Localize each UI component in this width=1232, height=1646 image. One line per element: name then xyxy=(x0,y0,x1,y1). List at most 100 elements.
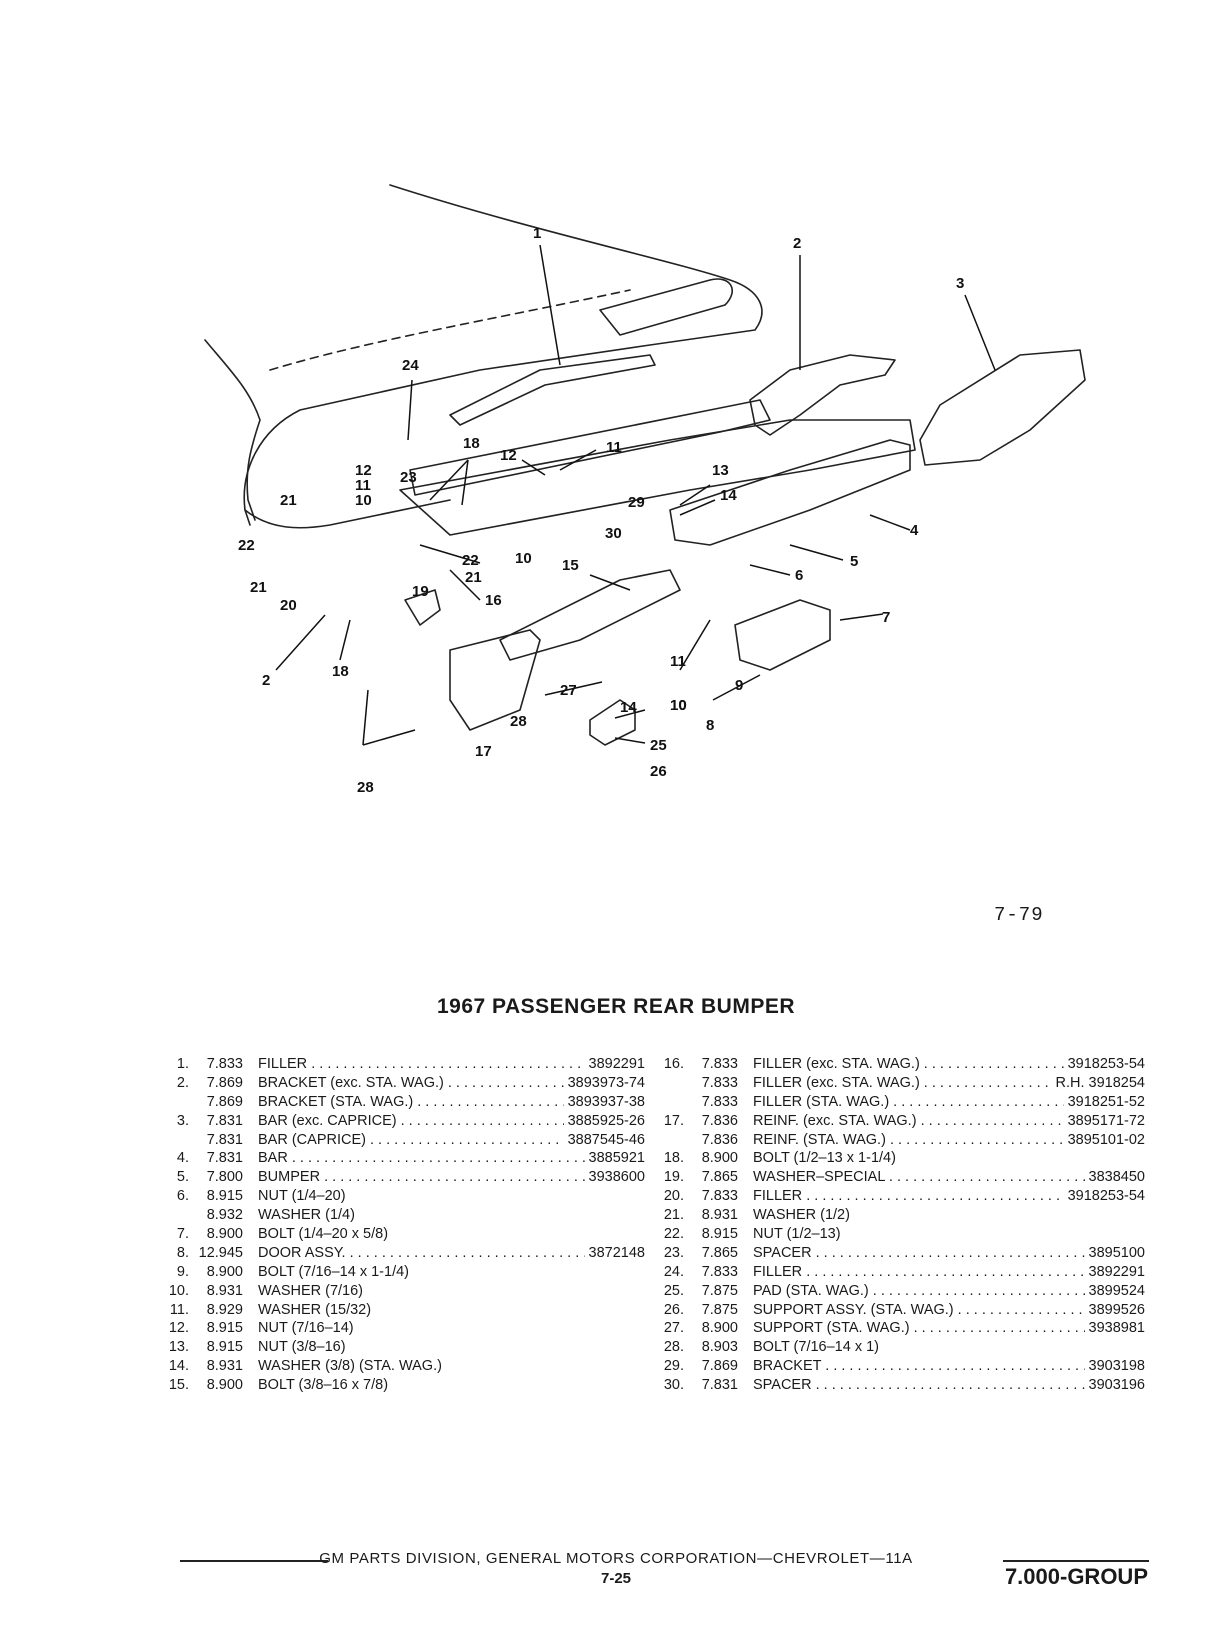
part-description: BOLT (7/16–14 x 1-1/4) xyxy=(258,1263,409,1280)
parts-list-row: 1.7.833FILLER3892291 xyxy=(165,1055,645,1074)
lower-bar-shape xyxy=(499,569,681,661)
callout-9: 9 xyxy=(735,677,743,694)
part-group-number: 7.869 xyxy=(206,1074,243,1091)
part-number xyxy=(641,1319,645,1338)
part-number xyxy=(641,1301,645,1320)
part-ref-number xyxy=(660,1074,684,1093)
part-ref-number: 30. xyxy=(663,1377,684,1394)
callout-1: 1 xyxy=(533,225,541,242)
part-ref-number: 3. xyxy=(176,1112,189,1129)
part-description: DOOR ASSY. xyxy=(258,1244,585,1263)
filler-16-shape xyxy=(404,589,441,626)
bumper-5-shape xyxy=(669,439,911,546)
parts-list-row: 20. 7.833 FILLER3918253-54 xyxy=(660,1187,1145,1206)
part-group-number: 7.833 xyxy=(701,1263,738,1280)
part-description: FILLER xyxy=(753,1187,1064,1206)
part-group-number: 7.833 xyxy=(206,1056,243,1072)
part-description: BOLT (1/2–13 x 1-1/4) xyxy=(753,1150,896,1167)
part-number: 3899526 xyxy=(1088,1301,1145,1318)
part-description: BAR (exc. CAPRICE) xyxy=(258,1112,564,1131)
part-ref-number: 13. xyxy=(168,1339,189,1356)
callout-22: 22 xyxy=(238,537,255,554)
part-group-number: 8.915 xyxy=(206,1339,243,1356)
callout-21b: 21 xyxy=(465,569,482,586)
footer-page-number: 7-25 xyxy=(600,1570,632,1587)
part-ref-number xyxy=(165,1093,189,1112)
callout-5: 5 xyxy=(850,553,858,570)
callout-7: 7 xyxy=(882,609,890,626)
part-group-number: 12.945 xyxy=(198,1244,243,1261)
part-group-number: 7.800 xyxy=(206,1169,243,1186)
part-group-number: 7.831 xyxy=(701,1377,738,1394)
frame-rail xyxy=(409,399,771,496)
part-group-number: 8.915 xyxy=(701,1226,738,1243)
part-description: WASHER (15/32) xyxy=(258,1301,372,1318)
part-ref-number: 18. xyxy=(663,1150,684,1167)
callout-30: 30 xyxy=(605,525,622,542)
car-quarter-panel xyxy=(204,339,261,521)
callout-16: 16 xyxy=(485,592,502,609)
part-group-number: 8.900 xyxy=(701,1150,738,1167)
part-ref-number: 22. xyxy=(663,1226,684,1243)
part-ref-number: 28. xyxy=(663,1339,684,1356)
door-assy-8-shape xyxy=(734,599,831,671)
part-group-number: 8.900 xyxy=(206,1263,243,1280)
part-group-number: 8.915 xyxy=(206,1188,243,1205)
part-ref-number: 9. xyxy=(176,1263,189,1280)
part-description: WASHER–SPECIAL xyxy=(753,1168,1085,1187)
part-group-number: 7.869 xyxy=(206,1093,243,1110)
callout-11: 11 xyxy=(606,439,622,456)
part-group-number: 7.869 xyxy=(701,1358,738,1375)
callout-27: 27 xyxy=(560,682,577,699)
part-description: BAR xyxy=(258,1149,585,1168)
bar-3-shape xyxy=(919,349,1086,466)
part-group-number: 7.831 xyxy=(206,1131,243,1148)
part-description: PAD (STA. WAG.) xyxy=(753,1282,1085,1301)
part-description: WASHER (7/16) xyxy=(258,1282,364,1299)
part-group-number: 8.929 xyxy=(206,1301,243,1318)
part-number: 3838450 xyxy=(1088,1169,1145,1186)
callout-23: 23 xyxy=(400,469,417,486)
part-number: 3892291 xyxy=(1088,1263,1145,1280)
part-ref-number: 20. xyxy=(663,1188,684,1205)
part-ref-number: 12. xyxy=(168,1320,189,1337)
part-number: 3887545-46 xyxy=(567,1131,645,1148)
part-number: 3938981 xyxy=(1088,1320,1145,1337)
car-body-outline xyxy=(243,184,763,526)
part-ref-number: 4. xyxy=(176,1150,189,1167)
parts-list-row: 30.7.831SPACER3903196 xyxy=(660,1376,1145,1395)
callout-10c: 10 xyxy=(670,697,687,714)
parts-list-row: 24.7.833FILLER3892291 xyxy=(660,1263,1145,1282)
part-group-number: 7.833 xyxy=(701,1188,738,1205)
footer-rule-left xyxy=(180,1560,328,1562)
part-number: 3899524 xyxy=(1088,1282,1145,1299)
callout-19: 19 xyxy=(412,583,429,600)
part-description: NUT (1/4–20) xyxy=(258,1188,346,1205)
part-number: 3938600 xyxy=(588,1169,645,1186)
callout-21c: 21 xyxy=(250,579,267,596)
support-26-shape xyxy=(589,699,636,746)
part-ref-number: 24. xyxy=(663,1263,684,1280)
part-ref-number: 25. xyxy=(663,1282,684,1299)
part-description: BOLT (3/8–16 x 7/8) xyxy=(258,1377,389,1394)
footer-rule-right xyxy=(1003,1560,1149,1562)
part-number: 3885925-26 xyxy=(567,1112,645,1129)
part-description: BOLT (7/16–14 x 1) xyxy=(753,1339,880,1356)
part-number: 3918253-54 xyxy=(1067,1188,1145,1205)
callout-14b: 14 xyxy=(620,699,637,716)
part-ref-number: 29. xyxy=(663,1358,684,1375)
parts-list-row: 29.7.869BRACKET3903198 xyxy=(660,1357,1145,1376)
part-number xyxy=(641,1282,645,1301)
part-group-number: 8.900 xyxy=(206,1377,243,1394)
part-group-number: 7.833 xyxy=(701,1093,738,1110)
reinf-17-shape xyxy=(449,629,541,731)
